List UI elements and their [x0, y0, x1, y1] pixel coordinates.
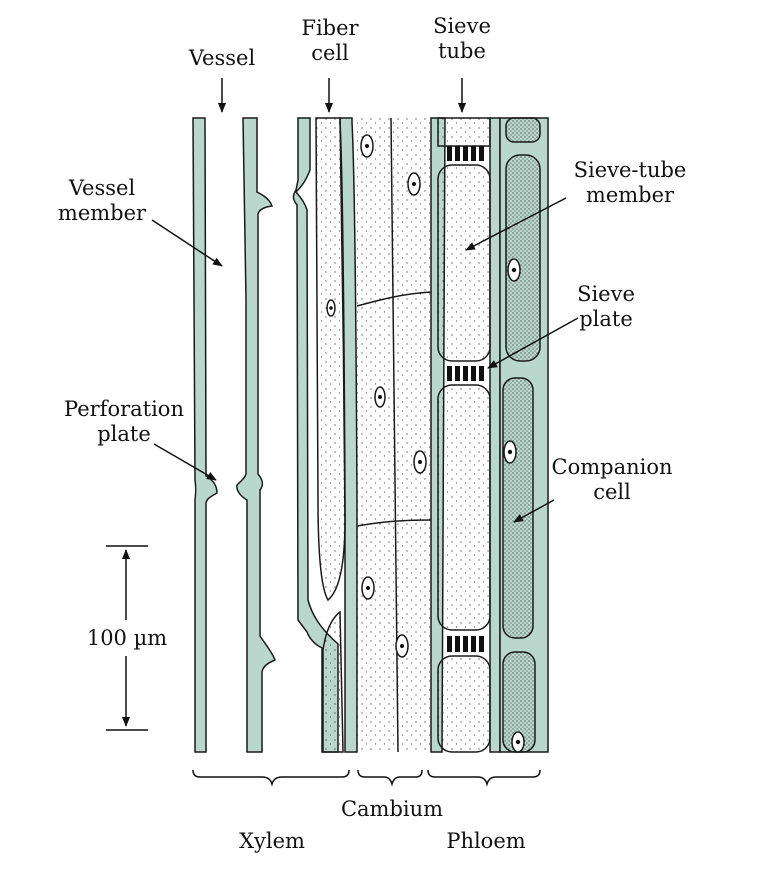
companion-cell-label-line2: cell: [593, 480, 631, 504]
fiber-cell: [315, 117, 346, 753]
sieve-tube-member-label-line1: Sieve-tube: [573, 158, 687, 182]
companion-cell-2: [502, 377, 534, 639]
vessel-member-arrow: [151, 219, 223, 267]
sieve-plate-label-line1: Sieve: [577, 282, 635, 306]
vessel-right-wall: [236, 117, 276, 753]
fiber-tip-lower: [322, 610, 344, 753]
sieve-plate-2: [447, 366, 484, 381]
sieve-member-2: [437, 384, 491, 631]
sieve-tube-label-line2: tube: [438, 39, 486, 63]
vessel-label: Vessel: [188, 46, 256, 70]
sieve-plate-3: [447, 636, 484, 652]
cambium-label: Cambium: [340, 797, 444, 821]
sieve-tube-member-arrow: [465, 197, 567, 251]
companion-cells: [499, 117, 549, 753]
phloem-brace: [427, 769, 541, 787]
scale-bar: [106, 545, 148, 731]
region-braces: [192, 769, 541, 787]
perforation-plate-label: Perforation plate: [52, 397, 196, 447]
fiber-cell-label-line2: cell: [311, 41, 349, 65]
sieve-tube-label: Sieve tube: [422, 14, 502, 64]
phloem-label: Phloem: [446, 829, 526, 853]
sieve-plate-1: [447, 146, 484, 161]
sieve-plate-arrow: [487, 317, 579, 369]
xylem-label: Xylem: [239, 829, 305, 853]
sieve-tube: [430, 117, 501, 753]
sieve-tube-member-label: Sieve-tube member: [560, 158, 700, 208]
companion-cell-arrow: [513, 499, 555, 523]
cambium-cells: [356, 117, 432, 753]
sieve-tube-label-line1: Sieve: [433, 14, 491, 38]
label-arrows: [151, 78, 579, 523]
vessel-member-label-line2: member: [57, 201, 147, 225]
sieve-plate-label-line2: plate: [579, 307, 633, 331]
xylem-brace: [192, 769, 350, 787]
fiber-cell-label-line1: Fiber: [301, 16, 359, 40]
vessel-left-wall: [192, 117, 218, 753]
perforation-plate-arrow: [153, 443, 217, 481]
companion-cell-label: Companion cell: [540, 455, 684, 505]
companion-cell-label-line1: Companion: [551, 455, 673, 479]
perforation-plate-label-line2: plate: [97, 422, 151, 446]
scale-label: 100 µm: [72, 626, 182, 651]
sieve-member-1: [437, 164, 491, 362]
vessel-walls: [192, 117, 358, 753]
companion-cell-1: [505, 154, 541, 362]
perforation-plate-label-line1: Perforation: [64, 397, 184, 421]
cambium-brace: [357, 769, 423, 787]
cambium-wall-2: [356, 291, 432, 307]
sieve-tube-member-label-line2: member: [585, 183, 675, 207]
vessel-member-label-line1: Vessel: [68, 176, 136, 200]
vessel-member-label: Vessel member: [50, 176, 154, 226]
fiber-cell-body: [315, 117, 346, 602]
fiber-cell-label: Fiber cell: [290, 16, 370, 66]
sieve-member-3: [437, 655, 491, 753]
sieve-plate-label: Sieve plate: [568, 282, 644, 332]
cambium-wall-3: [356, 519, 432, 527]
companion-cell-top: [505, 117, 541, 143]
